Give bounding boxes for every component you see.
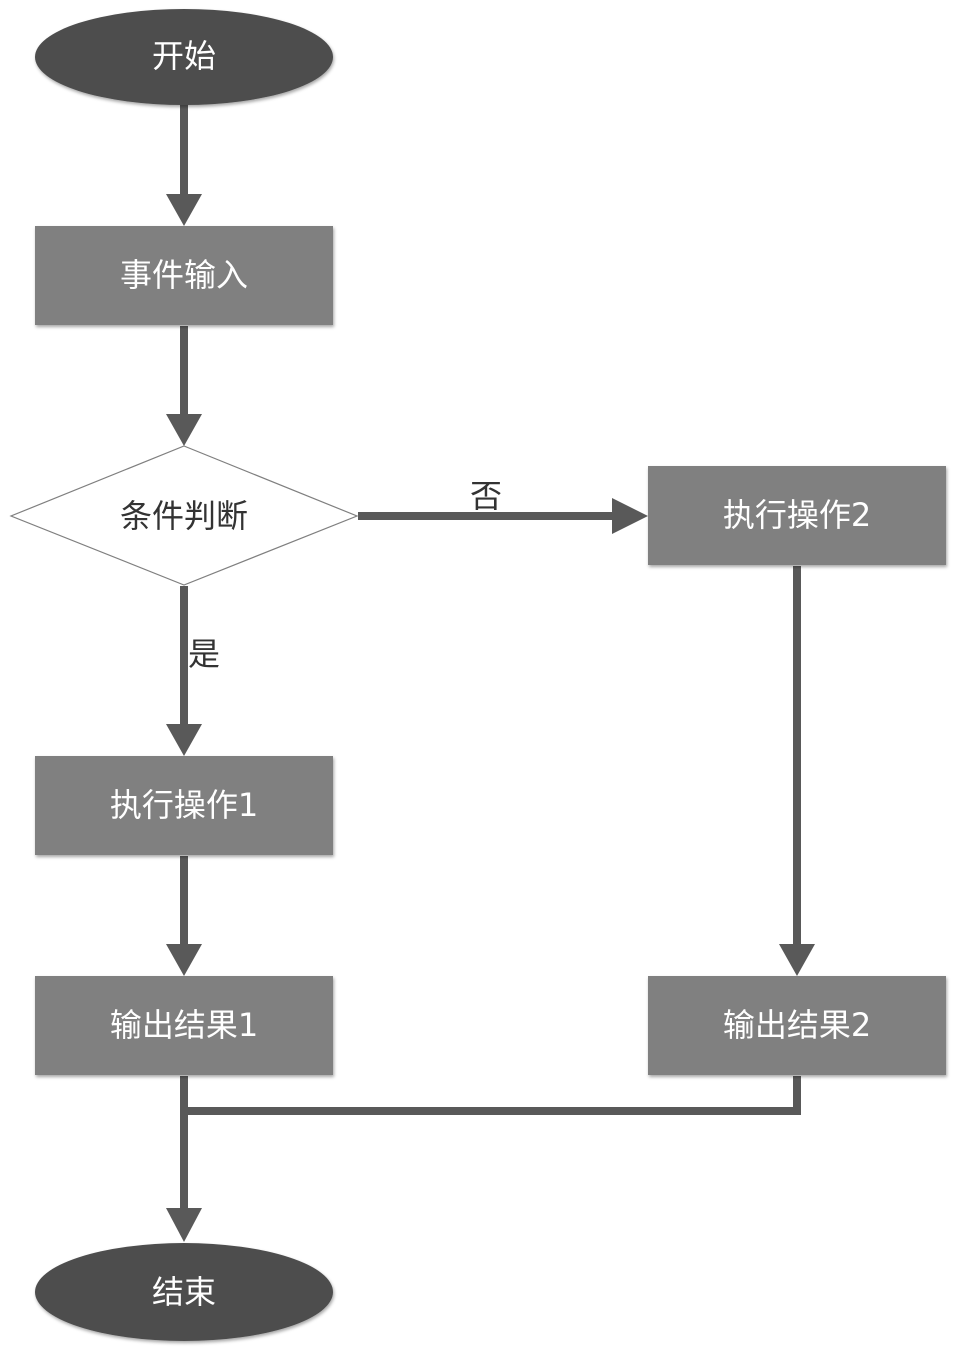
connector-output2-merge bbox=[184, 1076, 801, 1115]
action2-label: 执行操作2 bbox=[723, 496, 871, 534]
branch-label-yes: 是 bbox=[188, 635, 220, 673]
arrowhead-to-end bbox=[166, 1208, 202, 1242]
decision-shape bbox=[9, 445, 359, 586]
input-node: 事件输入 bbox=[35, 226, 333, 325]
output1-label: 输出结果1 bbox=[110, 1006, 258, 1044]
output1-shape bbox=[35, 976, 333, 1075]
arrowhead-to-action2 bbox=[612, 498, 648, 534]
input-shape bbox=[35, 226, 333, 325]
connectors bbox=[180, 104, 801, 1210]
arrowheads bbox=[166, 194, 815, 1242]
start-label: 开始 bbox=[152, 37, 216, 75]
action1-label: 执行操作1 bbox=[110, 786, 258, 824]
output1-node: 输出结果1 bbox=[35, 976, 333, 1075]
start-node: 开始 bbox=[35, 9, 333, 105]
action2-shape bbox=[648, 466, 946, 565]
arrowhead-to-input bbox=[166, 194, 202, 226]
output2-label: 输出结果2 bbox=[723, 1006, 871, 1044]
input-label: 事件输入 bbox=[120, 256, 248, 294]
output2-shape bbox=[648, 976, 946, 1075]
action1-shape bbox=[35, 756, 333, 855]
end-shape bbox=[35, 1243, 333, 1341]
branch-label-no: 否 bbox=[470, 477, 502, 515]
end-node: 结束 bbox=[35, 1243, 333, 1341]
arrowhead-to-decision bbox=[166, 414, 202, 446]
arrowhead-to-action1 bbox=[166, 724, 202, 756]
arrowhead-to-output2 bbox=[779, 944, 815, 976]
action1-node: 执行操作1 bbox=[35, 756, 333, 855]
end-label: 结束 bbox=[152, 1273, 216, 1311]
decision-label: 条件判断 bbox=[120, 497, 248, 535]
start-shape bbox=[35, 9, 333, 105]
action2-node: 执行操作2 bbox=[648, 466, 946, 565]
output2-node: 输出结果2 bbox=[648, 976, 946, 1075]
arrowhead-to-output1 bbox=[166, 944, 202, 976]
decision-node: 条件判断 bbox=[9, 445, 359, 586]
